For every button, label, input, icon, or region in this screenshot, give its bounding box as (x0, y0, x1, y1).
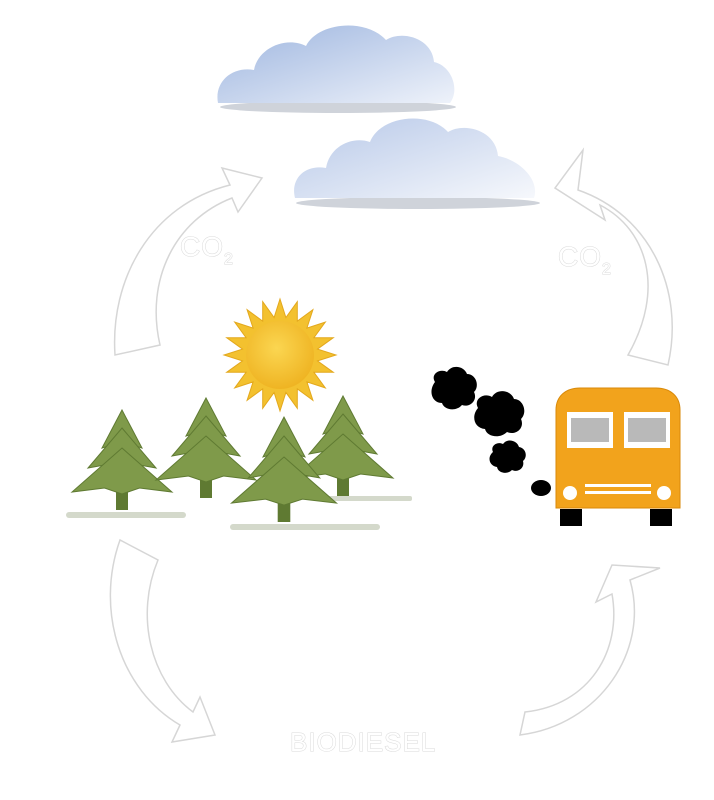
cycle-arrows (109, 147, 673, 743)
cycle-arrow-icon (553, 147, 673, 366)
co2-label-right: CO2 (558, 241, 612, 278)
tree-icon (229, 416, 339, 522)
forest (70, 394, 395, 522)
bus-icon (555, 387, 681, 526)
cycle-arrow-icon (519, 564, 661, 736)
tree-icon (70, 408, 174, 510)
ground-shadow (66, 496, 412, 530)
biodiesel-label: BIODIESEL (290, 727, 436, 757)
cycle-arrow-icon (109, 538, 217, 743)
co2-label-left: CO2 (180, 231, 234, 268)
cloud-icon (294, 118, 540, 209)
cloud-icon (217, 25, 456, 113)
smoke-icon (431, 366, 551, 496)
sun-icon (222, 297, 338, 413)
tree-icon (154, 396, 258, 498)
cycle-arrow-icon (113, 166, 264, 356)
tree-icon (291, 394, 395, 496)
